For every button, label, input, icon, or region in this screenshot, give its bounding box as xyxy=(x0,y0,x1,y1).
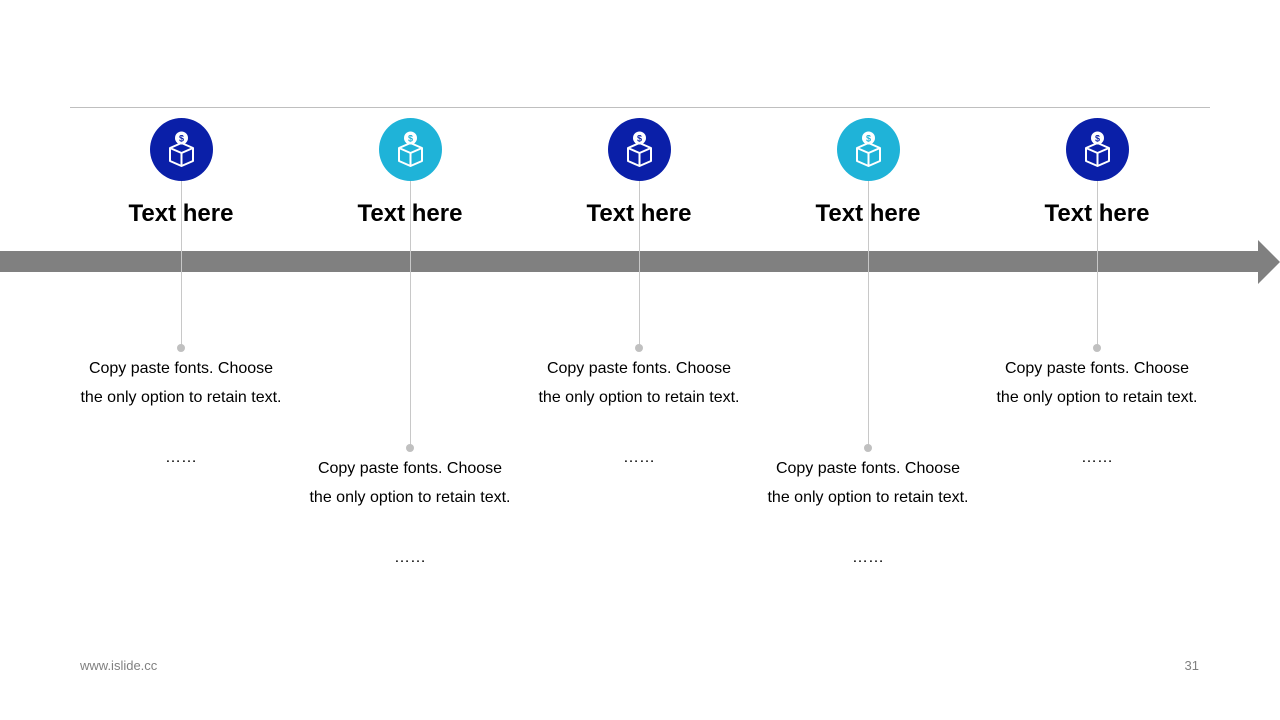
svg-text:$: $ xyxy=(179,134,184,144)
connector-line xyxy=(639,181,640,348)
money-box-icon: $ xyxy=(837,118,900,181)
svg-text:$: $ xyxy=(637,134,642,144)
milestone-5: $ Text here Copy paste fonts. Choose the… xyxy=(982,0,1212,720)
description-line-1: Copy paste fonts. Choose xyxy=(546,360,732,377)
description-line-1: Copy paste fonts. Choose xyxy=(1004,360,1190,377)
description-line-2: the only option to retain text. xyxy=(309,489,511,506)
milestone-title: Text here xyxy=(1044,200,1150,227)
connector-dot xyxy=(177,344,185,352)
milestone-title: Text here xyxy=(128,200,234,227)
milestone-ellipsis: …… xyxy=(623,449,655,466)
milestone-description: Copy paste fonts. Choose the only option… xyxy=(982,354,1212,412)
milestone-description: Copy paste fonts. Choose the only option… xyxy=(295,454,525,512)
milestone-ellipsis: …… xyxy=(165,449,197,466)
connector-dot xyxy=(635,344,643,352)
svg-text:$: $ xyxy=(866,134,871,144)
milestone-title: Text here xyxy=(815,200,921,227)
milestone-4: $ Text here Copy paste fonts. Choose the… xyxy=(753,0,983,720)
milestone-ellipsis: …… xyxy=(1081,449,1113,466)
page-number: 31 xyxy=(1184,658,1199,673)
milestone-title: Text here xyxy=(357,200,463,227)
milestone-ellipsis: …… xyxy=(852,549,884,566)
milestone-description: Copy paste fonts. Choose the only option… xyxy=(524,354,754,412)
connector-line xyxy=(410,181,411,448)
connector-dot xyxy=(406,444,414,452)
money-box-icon: $ xyxy=(608,118,671,181)
money-box-icon: $ xyxy=(379,118,442,181)
timeline-arrow xyxy=(0,240,1280,284)
top-divider xyxy=(70,107,1210,108)
description-line-2: the only option to retain text. xyxy=(538,389,740,406)
milestone-1: $ Text here Copy paste fonts. Choose the… xyxy=(66,0,296,720)
milestone-ellipsis: …… xyxy=(394,549,426,566)
connector-line xyxy=(868,181,869,448)
description-line-1: Copy paste fonts. Choose xyxy=(317,460,503,477)
money-box-icon: $ xyxy=(1066,118,1129,181)
milestone-title: Text here xyxy=(586,200,692,227)
milestone-2: $ Text here Copy paste fonts. Choose the… xyxy=(295,0,525,720)
footer-url: www.islide.cc xyxy=(80,658,158,673)
connector-dot xyxy=(1093,344,1101,352)
description-line-1: Copy paste fonts. Choose xyxy=(775,460,961,477)
svg-text:$: $ xyxy=(408,134,413,144)
svg-text:$: $ xyxy=(1095,134,1100,144)
connector-line xyxy=(181,181,182,348)
description-line-2: the only option to retain text. xyxy=(767,489,969,506)
description-line-1: Copy paste fonts. Choose xyxy=(88,360,274,377)
money-box-icon: $ xyxy=(150,118,213,181)
description-line-2: the only option to retain text. xyxy=(996,389,1198,406)
connector-line xyxy=(1097,181,1098,348)
description-line-2: the only option to retain text. xyxy=(80,389,282,406)
milestone-description: Copy paste fonts. Choose the only option… xyxy=(753,454,983,512)
connector-dot xyxy=(864,444,872,452)
milestone-description: Copy paste fonts. Choose the only option… xyxy=(66,354,296,412)
milestone-3: $ Text here Copy paste fonts. Choose the… xyxy=(524,0,754,720)
